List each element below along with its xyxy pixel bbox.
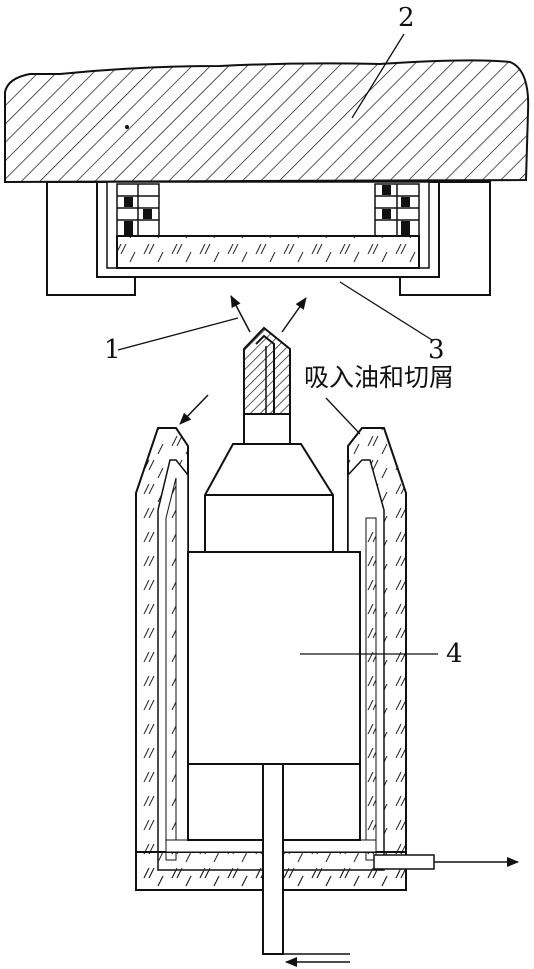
caption-suction-oil-chips: 吸入油和切屑 <box>304 363 454 392</box>
cutting-tool <box>204 326 334 553</box>
left-spacer-stack <box>116 183 160 237</box>
label-part-2: 2 <box>398 3 415 33</box>
right-spacer-stack <box>374 183 420 237</box>
outlet-pipe <box>373 854 435 870</box>
workpiece-plate <box>4 59 530 184</box>
label-part-4: 4 <box>446 639 463 669</box>
spindle-body <box>187 551 361 765</box>
inlet-shaft <box>262 763 284 955</box>
glass-lens <box>116 235 420 269</box>
label-part-1: 1 <box>104 335 121 365</box>
label-part-3: 3 <box>428 335 445 365</box>
